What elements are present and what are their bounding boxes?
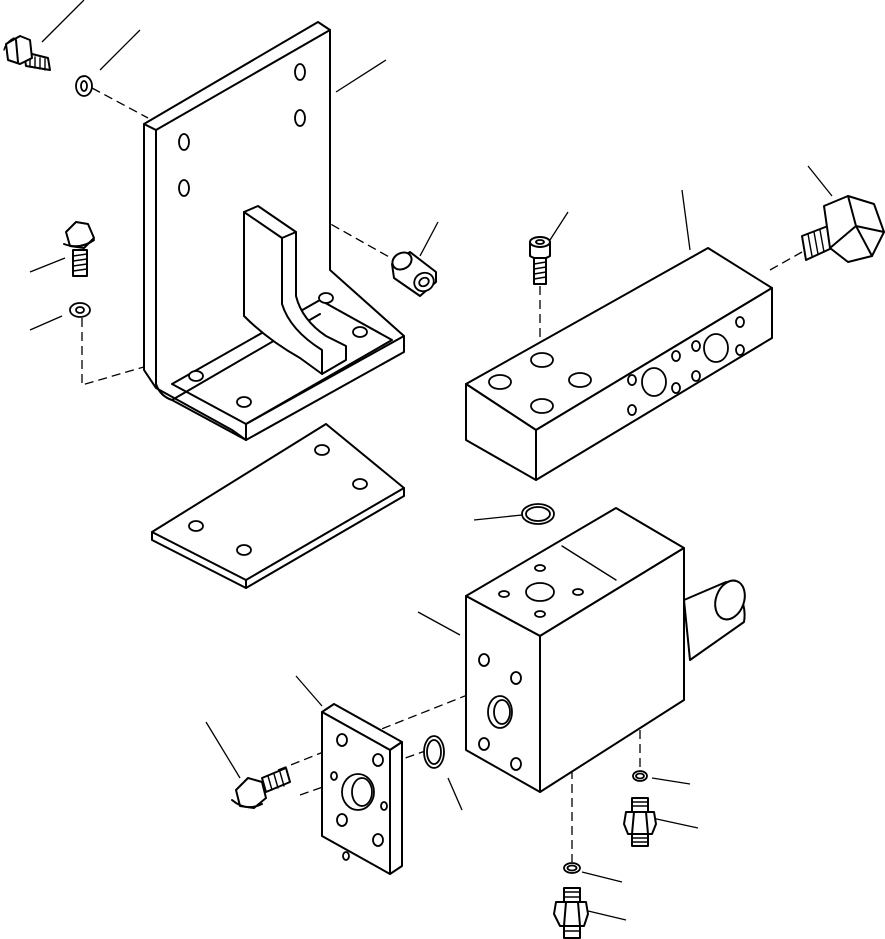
manifold-block xyxy=(465,247,773,481)
mounting-bracket xyxy=(143,21,405,441)
lock-washer-top xyxy=(75,75,93,97)
flange-bolt-left xyxy=(63,221,95,277)
flange-plate xyxy=(321,703,403,875)
spacer-collar xyxy=(391,251,437,297)
fitting-bottom xyxy=(553,887,589,939)
o-ring-small-right xyxy=(632,770,648,782)
lock-washer-left xyxy=(69,302,91,318)
leader-lines xyxy=(29,0,833,921)
flange-bolt-lower xyxy=(231,767,291,809)
fitting-right xyxy=(623,797,657,847)
o-ring-small-bottom xyxy=(563,862,581,874)
o-ring-upper xyxy=(521,503,555,525)
socket-head-cap-screw xyxy=(529,236,551,285)
hex-bolt xyxy=(801,195,885,263)
flange-bolt-top-left xyxy=(3,35,51,71)
valve-body xyxy=(465,507,746,793)
base-plate xyxy=(151,423,405,589)
o-ring-flange xyxy=(423,735,445,769)
